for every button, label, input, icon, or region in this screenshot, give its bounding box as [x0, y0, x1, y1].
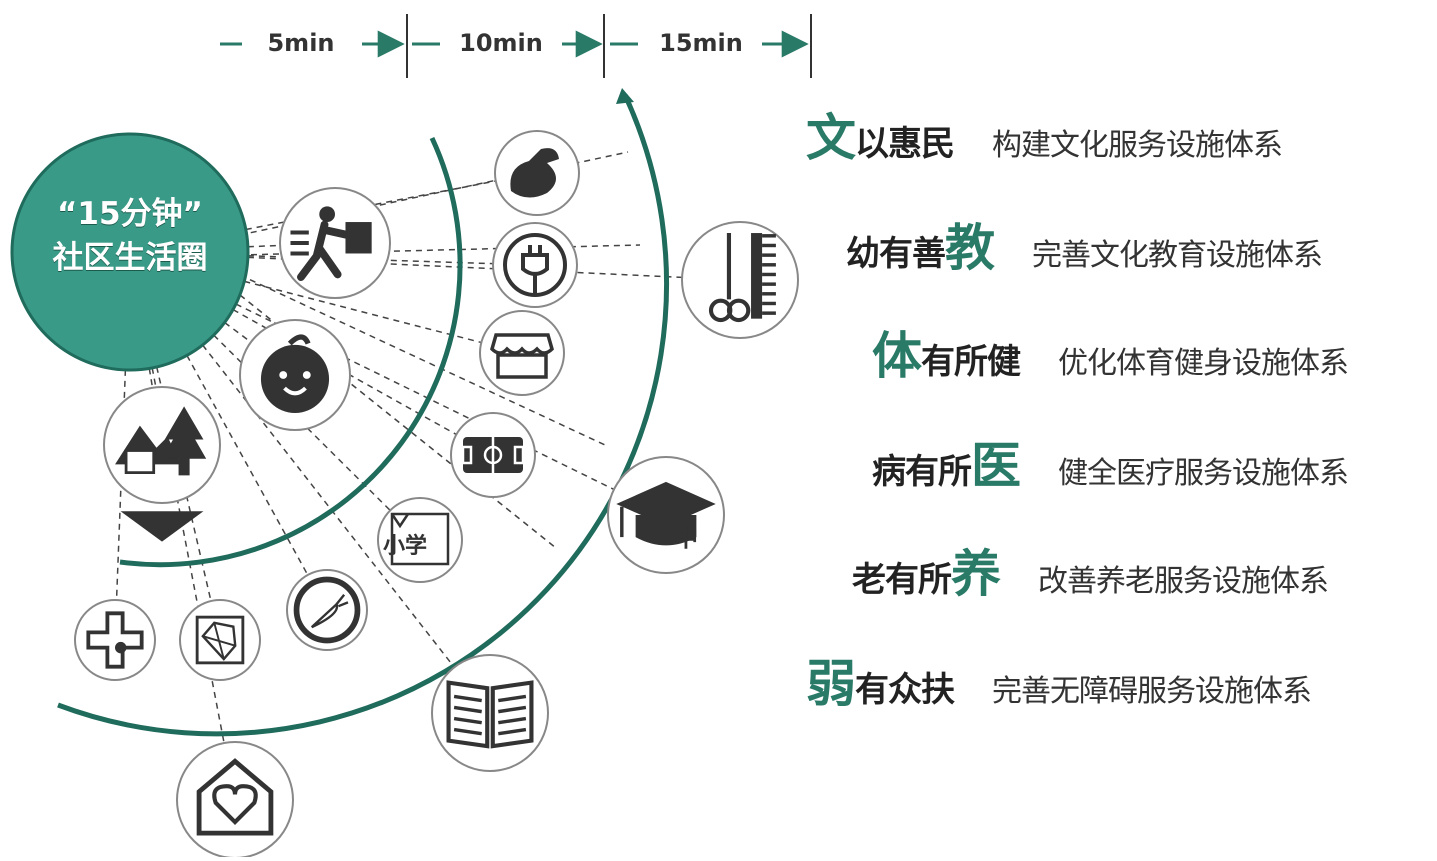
arc-5min: [119, 136, 463, 568]
arc-10min-arrowhead: [616, 88, 634, 104]
ray-to-heart-home-icon: [151, 367, 236, 801]
carrot-icon: [286, 569, 368, 651]
row-elderly-desc: 改善养老服务设施体系: [1038, 564, 1329, 599]
row-sports-desc: 优化体育健身设施体系: [1058, 346, 1349, 381]
row-education: 幼有善教 完善文化教育设施体系: [846, 218, 1323, 278]
ray-to-shop-awning-icon: [244, 280, 523, 354]
hub-circle: [10, 132, 250, 372]
tick-label-5min: 5min: [267, 29, 335, 57]
open-book-icon: [431, 654, 549, 772]
time-scale: [220, 14, 812, 78]
fitness-map-icon: [179, 599, 261, 681]
row-sports: 体有所健 优化体育健身设施体系: [872, 326, 1349, 386]
shop-awning-icon: [479, 310, 565, 396]
row-culture-heading: 文以惠民: [806, 109, 955, 167]
park-mountain-tree-icon: [103, 386, 221, 542]
ray-extension: [239, 274, 606, 446]
primary-school-icon: [377, 497, 463, 583]
row-elderly-heading: 老有所养: [852, 545, 1001, 603]
ray-to-courier-delivery-icon: [247, 242, 336, 248]
row-medical-desc: 健全医疗服务设施体系: [1058, 456, 1349, 491]
row-culture-desc: 构建文化服务设施体系: [992, 128, 1283, 163]
medical-cross-icon: [74, 599, 156, 681]
power-plug-icon: [492, 222, 578, 308]
tick-label-10min: 10min: [459, 29, 543, 57]
row-accessibility-desc: 完善无障碍服务设施体系: [992, 674, 1312, 709]
row-sports-heading: 体有所健: [872, 327, 1021, 385]
middle-school-label: 中: [674, 524, 698, 552]
hub-label: “15分钟” 社区生活圈: [20, 192, 240, 280]
ray-to-baby-face-icon: [224, 321, 296, 376]
soccer-field-icon: [450, 412, 536, 498]
row-culture: 文以惠民 构建文化服务设施体系: [806, 108, 1283, 168]
courier-delivery-icon: [279, 187, 391, 299]
row-education-heading: 幼有善教: [846, 219, 995, 277]
hub-label-line2: 社区生活圈: [52, 240, 208, 276]
row-medical-heading: 病有所医: [872, 437, 1021, 495]
row-education-desc: 完善文化教育设施体系: [1032, 238, 1323, 273]
row-elderly: 老有所养 改善养老服务设施体系: [852, 544, 1329, 604]
ray-to-carrot-icon: [186, 355, 328, 611]
facility-icons: [74, 130, 799, 859]
barber-scissors-comb-icon: [681, 221, 799, 339]
arc-10min: [57, 93, 670, 737]
tick-label-15min: 15min: [659, 29, 743, 57]
row-medical: 病有所医 健全医疗服务设施体系: [872, 436, 1349, 496]
row-accessibility-heading: 弱有众扶: [806, 655, 955, 713]
row-accessibility: 弱有众扶 完善无障碍服务设施体系: [806, 654, 1312, 714]
baby-face-icon: [239, 319, 351, 431]
primary-school-label: 小学: [383, 534, 428, 559]
muscle-arm-icon: [494, 130, 580, 216]
graduation-cap-icon: [607, 456, 725, 574]
hub-label-line1: “15分钟”: [57, 196, 203, 232]
heart-home-icon: [176, 741, 294, 859]
